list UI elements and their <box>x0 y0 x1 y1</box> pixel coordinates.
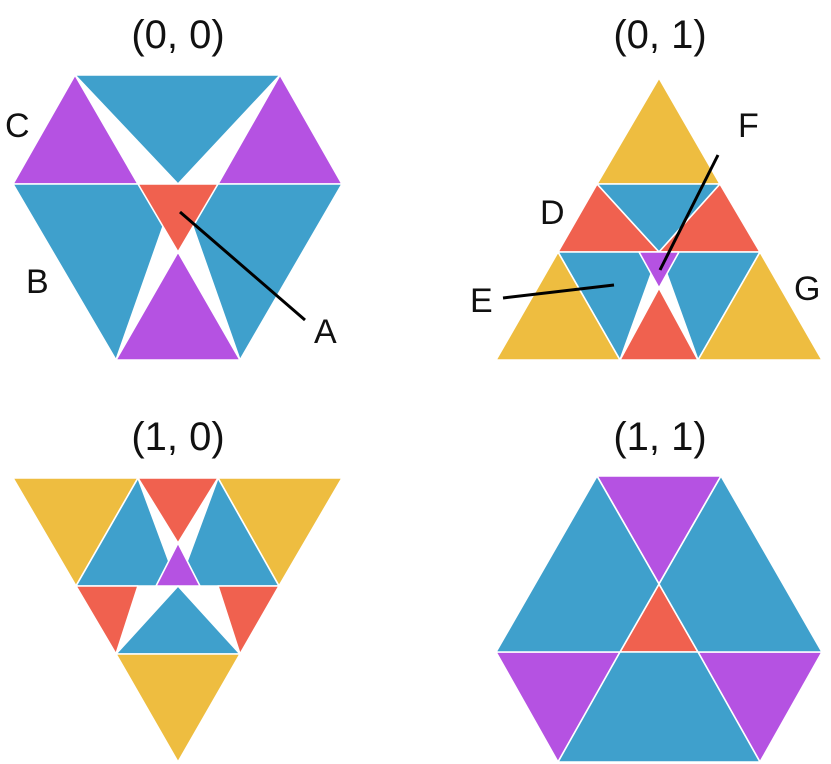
panel-title: (1, 0) <box>131 415 224 459</box>
triangle-piece <box>137 183 219 253</box>
callout-label-e: E <box>470 282 493 320</box>
callout-label-b: B <box>26 263 49 301</box>
triangle-piece <box>596 77 721 185</box>
triangle-piece <box>137 477 219 544</box>
triangle-piece <box>697 251 823 361</box>
triangle-piece <box>177 183 343 361</box>
callout-label-f: F <box>738 107 759 145</box>
triangle-piece <box>217 585 280 655</box>
panel-1-0: (1, 0) <box>12 415 343 763</box>
triangle-piece <box>638 251 680 289</box>
panel-0-0: (0, 0) C B A <box>5 13 343 361</box>
triangle-piece <box>619 287 699 361</box>
triangle-piece <box>75 585 139 655</box>
callout-label-a: A <box>314 313 337 351</box>
callout-label-d: D <box>540 194 565 232</box>
callout-label-g: G <box>794 270 820 308</box>
triangle-piece <box>115 251 241 361</box>
leader-line-f <box>658 154 720 271</box>
panel-title: (0, 1) <box>613 13 706 57</box>
panel-0-1: (0, 1) F D E G <box>470 13 823 361</box>
leader-line-a <box>179 210 306 322</box>
panel-1-1: (1, 1) <box>495 415 823 763</box>
triangle-piece <box>495 251 621 361</box>
triangle-piece <box>74 74 281 185</box>
triangle-piece <box>557 651 761 763</box>
triangle-piece <box>658 475 823 653</box>
callout-label-c: C <box>5 107 30 145</box>
triangle-piece <box>12 183 179 361</box>
leader-line-e <box>502 283 615 300</box>
panel-title: (1, 1) <box>613 415 706 459</box>
triangle-piece <box>115 653 241 763</box>
panel-title: (0, 0) <box>131 13 224 57</box>
